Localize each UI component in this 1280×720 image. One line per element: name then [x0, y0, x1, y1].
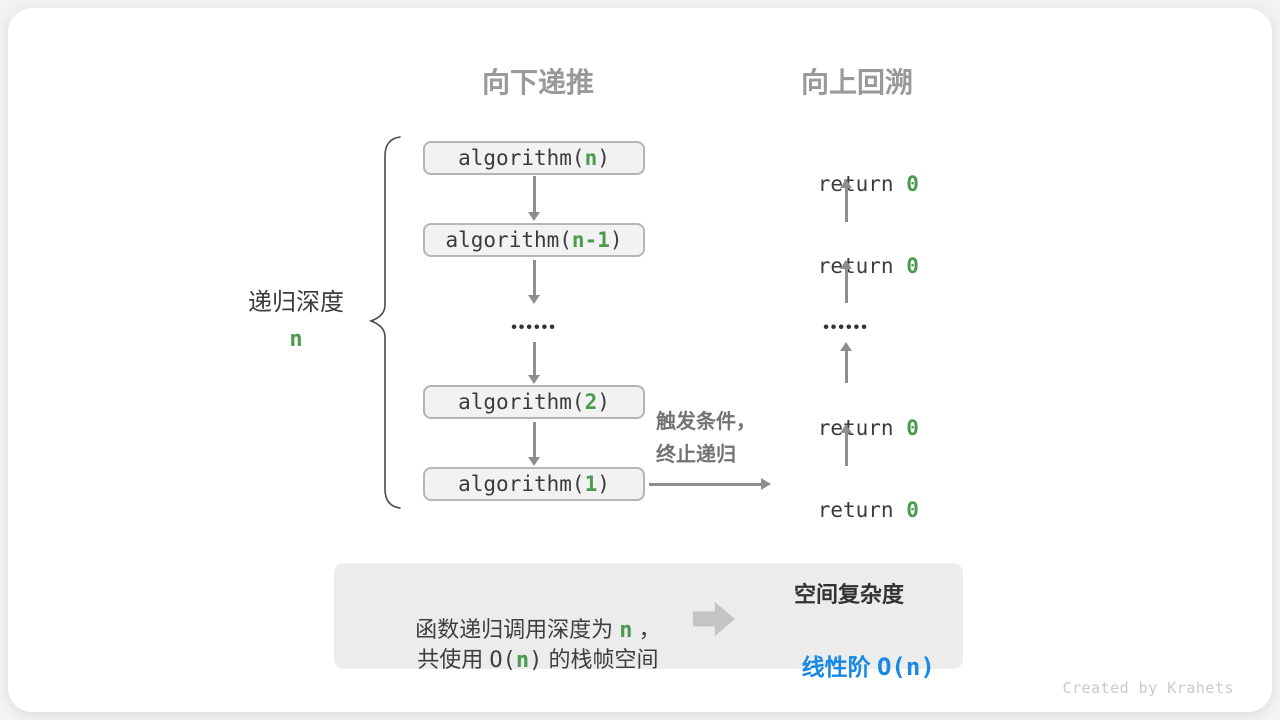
stack-ellipsis: •••••• [511, 319, 557, 336]
recursion-depth-label: 递归深度 [248, 289, 344, 316]
return-value: 0 [906, 416, 919, 440]
up-arrow-icon [840, 260, 852, 303]
code-arg: 1 [584, 472, 598, 496]
summary-line2: 共使用 O(n) 的栈帧空间 [352, 615, 687, 673]
right-arrow-icon [649, 478, 771, 490]
code-arg: n [584, 146, 598, 170]
code-text: return [817, 254, 907, 278]
big-o-close: ) [529, 648, 543, 673]
curly-brace-icon [368, 136, 401, 509]
return-statement: return 0 [743, 389, 943, 440]
diagram-card: 向下递推 向上回溯 递归深度 n algorithm(n) algorithm(… [8, 8, 1272, 712]
down-arrow-icon [528, 342, 540, 384]
summary-text: 函数递归调用深度为 [415, 617, 620, 642]
down-arrow-icon [528, 176, 540, 221]
summary-var-n: n [515, 648, 530, 673]
credit-text: Created by Krahets [1062, 679, 1234, 697]
return-value: 0 [906, 172, 919, 196]
space-complexity-title: 空间复杂度 [793, 582, 904, 607]
code-text: return [817, 172, 907, 196]
depth-n: n [289, 327, 303, 352]
summary-var-n: n [619, 618, 633, 643]
recursion-depth-value: n [196, 325, 396, 353]
code-text: algorithm( [458, 390, 585, 414]
termination-note-line2: 终止递归 [656, 444, 736, 466]
up-arrow-icon [840, 424, 852, 466]
return-value: 0 [906, 254, 919, 278]
termination-note: 触发条件， 终止递归 [656, 406, 756, 472]
code-arg: n-1 [571, 228, 610, 252]
return-statement: return 0 [743, 145, 943, 196]
header-downward-recursion: 向下递推 [481, 67, 594, 98]
complexity-class-label: 线性阶 [801, 654, 877, 680]
summary-text: ， [632, 617, 661, 642]
header-upward-backtracking: 向上回溯 [800, 67, 913, 98]
code-text: ) [597, 472, 610, 496]
code-text: algorithm( [458, 146, 585, 170]
stack-frame-algorithm-n: algorithm(n) [423, 141, 645, 175]
code-text: algorithm( [445, 228, 572, 252]
space-complexity-value: 线性阶 O(n) [746, 619, 952, 681]
down-arrow-icon [528, 260, 540, 304]
code-arg: 2 [584, 390, 598, 414]
code-text: return [817, 416, 907, 440]
code-text: ) [597, 146, 610, 170]
stack-frame-algorithm-2: algorithm(2) [423, 385, 645, 419]
block-arrow-icon [693, 602, 735, 636]
termination-note-line1: 触发条件， [656, 411, 756, 433]
big-o-open: O( [489, 648, 516, 673]
summary-text: 的栈帧空间 [542, 647, 659, 672]
stack-frame-algorithm-1: algorithm(1) [423, 467, 645, 501]
return-statement: return 0 [743, 227, 943, 278]
return-statement: return 0 [743, 471, 943, 522]
up-arrow-icon [840, 342, 852, 383]
down-arrow-icon [528, 422, 540, 466]
code-text: return [817, 498, 907, 522]
code-text: ) [609, 228, 623, 252]
return-ellipsis: •••••• [823, 319, 869, 336]
summary-panel: 函数递归调用深度为 n ， 共使用 O(n) 的栈帧空间 空间复杂度 线性阶 O… [334, 563, 963, 681]
complexity-expression: O(n) [876, 653, 935, 681]
summary-line1: 函数递归调用深度为 n ， [352, 585, 687, 643]
code-text: algorithm( [458, 472, 585, 496]
code-text: ) [597, 390, 610, 414]
summary-text: 共使用 [417, 647, 490, 672]
stack-frame-algorithm-n-1: algorithm(n-1) [423, 223, 645, 257]
return-value: 0 [906, 498, 919, 522]
up-arrow-icon [840, 179, 852, 222]
